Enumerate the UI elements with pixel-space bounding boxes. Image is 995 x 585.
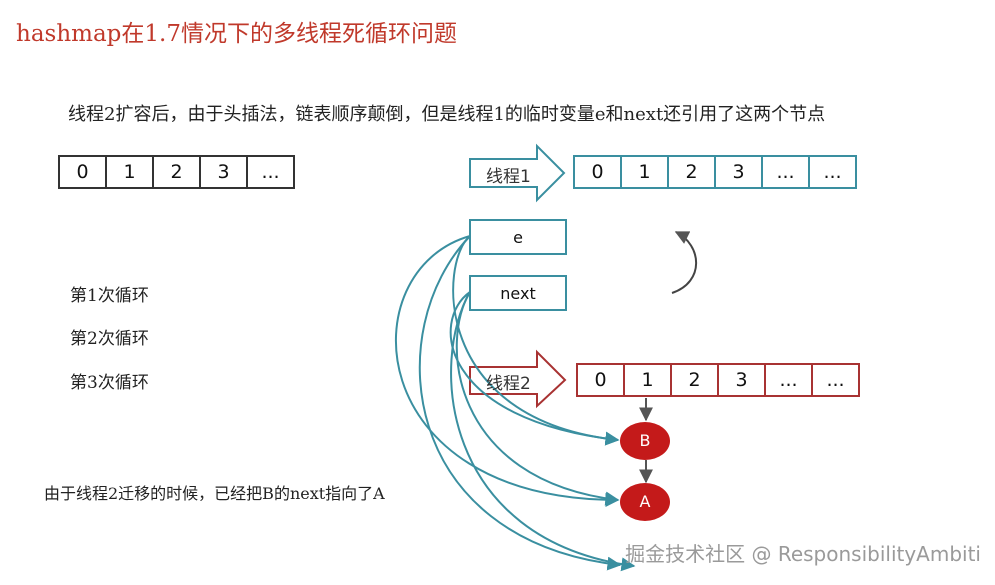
- array-cell: ...: [246, 155, 295, 189]
- page-title: hashmap在1.7情况下的多线程死循环问题: [16, 21, 457, 47]
- array-cell: 1: [105, 155, 152, 189]
- loop-label: 第2次循环: [70, 329, 149, 349]
- array-cell: 3: [199, 155, 246, 189]
- array-cell: 2: [152, 155, 199, 189]
- thread1-array: 0 1 2 3 ... ...: [573, 155, 857, 189]
- thread1-label: 线程1: [486, 167, 531, 187]
- loop-label: 第1次循环: [70, 286, 149, 306]
- original-array: 0 1 2 3 ...: [58, 155, 295, 189]
- reference-curves: [394, 235, 636, 572]
- cycle-arrow-icon: [671, 231, 697, 294]
- watermark: 掘金技术社区 @ ResponsibilityAmbiti: [625, 542, 981, 566]
- array-cell: 2: [670, 363, 717, 397]
- array-cell: 1: [620, 155, 667, 189]
- loop-label: 第3次循环: [70, 373, 149, 393]
- thread2-array: 0 1 2 3 ... ...: [576, 363, 860, 397]
- node-b: [620, 422, 670, 460]
- node-a-label: A: [639, 492, 651, 511]
- array-cell: ...: [761, 155, 808, 189]
- bottom-note: 由于线程2迁移的时候，已经把B的next指向了A: [44, 484, 385, 503]
- explanation-note: 线程2扩容后，由于头插法，链表顺序颠倒，但是线程1的临时变量e和next还引用了…: [68, 104, 826, 125]
- node-b-label: B: [639, 431, 651, 450]
- array-cell: 1: [623, 363, 670, 397]
- pointer-next: next: [469, 275, 567, 311]
- array-cell: ...: [808, 155, 857, 189]
- array-cell: 3: [714, 155, 761, 189]
- pointer-e: e: [469, 219, 567, 255]
- array-cell: 3: [717, 363, 764, 397]
- thread2-arrow: [469, 349, 567, 409]
- array-cell: 0: [58, 155, 105, 189]
- array-cell: 0: [573, 155, 620, 189]
- thread1-arrow: [469, 143, 566, 203]
- thread2-label: 线程2: [486, 374, 531, 394]
- array-cell: ...: [811, 363, 860, 397]
- array-cell: ...: [764, 363, 811, 397]
- array-cell: 0: [576, 363, 623, 397]
- node-a: [620, 483, 670, 521]
- array-cell: 2: [667, 155, 714, 189]
